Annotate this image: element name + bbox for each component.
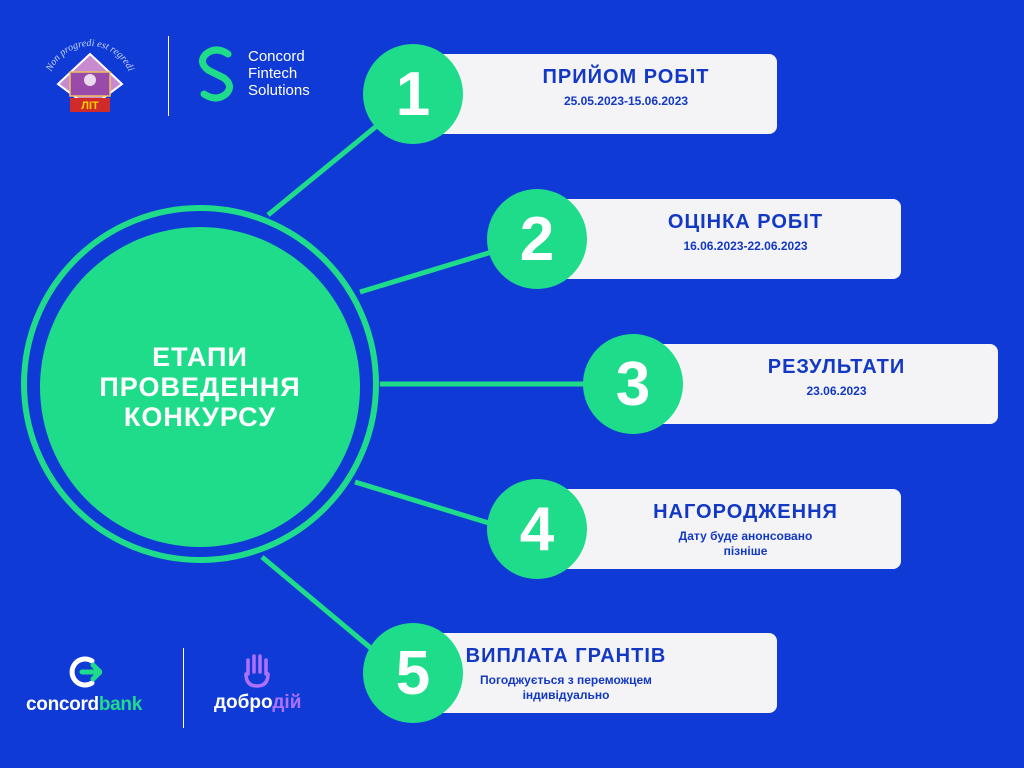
step-card-2: ОЦІНКА РОБІТ 16.06.2023-22.06.2023 [540, 199, 901, 279]
concordbank-logo: concordbank [20, 656, 160, 716]
concord-fintech-logo: Concord Fintech Solutions [198, 44, 338, 104]
dobrodiy-hand-icon [244, 654, 270, 688]
step-date: Дату буде анонсовано пізніше [678, 529, 813, 558]
step-title: ВИПЛАТА ГРАНТІВ [465, 645, 667, 667]
dobrodiy-name-part1: добро [214, 692, 273, 713]
lit-name: ЛІТ [81, 100, 99, 112]
step-title: ОЦІНКА РОБІТ [667, 211, 824, 233]
dobrodiy-name-part2: дій [272, 692, 302, 713]
concord-fintech-s-icon [199, 46, 233, 102]
concordbank-name: concordbank [26, 694, 142, 716]
step-date: Погоджується з переможцем індивідуально [480, 673, 652, 702]
step-number-3: 3 [583, 334, 683, 434]
lit-logo: Non progredi est regredi ЛІТ [40, 36, 140, 118]
step-date: 23.06.2023 [806, 384, 867, 398]
dobrodiy-name: добродій [214, 692, 301, 714]
step-card-3: РЕЗУЛЬТАТИ 23.06.2023 [635, 344, 998, 424]
step-title: НАГОРОДЖЕННЯ [653, 501, 838, 523]
step-title: РЕЗУЛЬТАТИ [767, 356, 906, 378]
step-card-4: НАГОРОДЖЕННЯ Дату буде анонсовано пізніш… [540, 489, 901, 569]
concordbank-name-part2: bank [98, 694, 143, 715]
step-date: 16.06.2023-22.06.2023 [683, 239, 808, 253]
step-title: ПРИЙОМ РОБІТ [542, 66, 710, 88]
step-date: 25.05.2023-15.06.2023 [563, 94, 689, 108]
concordbank-name-part1: concord [26, 694, 99, 715]
footer-divider [183, 648, 184, 728]
stages-hub: ЕТАПИ ПРОВЕДЕННЯ КОНКУРСУ [40, 227, 360, 547]
hub-title: ЕТАПИ ПРОВЕДЕННЯ КОНКУРСУ [99, 342, 301, 432]
concordbank-arrow-icon [69, 656, 102, 688]
step-number-4: 4 [487, 479, 587, 579]
step-number-5: 5 [363, 623, 463, 723]
step-card-5: ВИПЛАТА ГРАНТІВ Погоджується з переможце… [415, 633, 777, 713]
lit-emblem-icon: Non progredi est regredi ЛІТ [44, 38, 136, 112]
step-card-1: ПРИЙОМ РОБІТ 25.05.2023-15.06.2023 [415, 54, 777, 134]
step-number-2: 2 [487, 189, 587, 289]
step-number-1: 1 [363, 44, 463, 144]
concord-fintech-name: Concord Fintech Solutions [248, 48, 310, 99]
dobrodiy-logo: добродій [210, 654, 320, 716]
header-divider [168, 36, 169, 116]
